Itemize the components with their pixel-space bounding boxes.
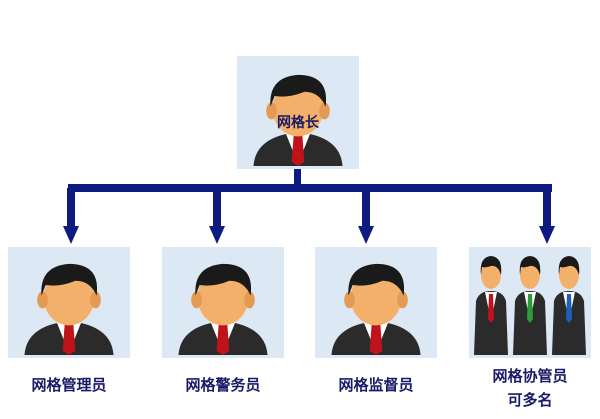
assistant-label-line1: 网格协管员 — [492, 367, 568, 385]
person-icon — [253, 74, 343, 166]
assistant-label-line2: 可多名 — [507, 391, 553, 409]
assistant-box — [469, 247, 591, 358]
manager-box — [8, 247, 130, 358]
police-label: 网格警务员 — [185, 376, 261, 394]
person-icon — [178, 263, 268, 355]
person-icon — [513, 256, 547, 355]
person-icon — [24, 263, 114, 355]
person-icon — [474, 256, 508, 355]
police-box — [162, 247, 284, 358]
person-icon — [552, 256, 586, 355]
leader-label: 网格长 — [277, 115, 319, 131]
manager-label: 网格管理员 — [31, 376, 107, 394]
supervisor-label: 网格监督员 — [338, 376, 414, 394]
supervisor-box — [315, 247, 437, 358]
person-icon — [331, 263, 421, 355]
leader-box: 网格长 — [237, 56, 359, 169]
